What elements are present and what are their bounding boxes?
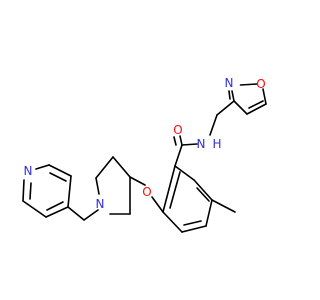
bond [174, 144, 183, 167]
bond [209, 114, 218, 136]
bond [112, 156, 131, 178]
bond [211, 199, 236, 213]
bond [162, 211, 183, 233]
bond [228, 90, 231, 100]
bond [173, 136, 177, 146]
ether-oxygen-label: O [142, 185, 151, 199]
bond [162, 165, 176, 213]
molecule-diagram: N O O N H O N N [22, 76, 267, 233]
piperidine-nitrogen-label: N [96, 197, 105, 211]
bond [193, 179, 213, 201]
amide-hydrogen-label: H [212, 137, 221, 151]
bond [22, 179, 25, 202]
bond [129, 176, 146, 186]
atom-labels: N O O N H O N N [24, 76, 266, 211]
bond [45, 206, 69, 218]
amide-nitrogen-label: N [197, 137, 206, 151]
bond [49, 172, 67, 182]
bond [248, 100, 264, 109]
bond [29, 182, 32, 200]
bond [83, 209, 99, 221]
bond [48, 164, 72, 177]
bond [262, 88, 267, 105]
bond [46, 201, 64, 211]
bond [233, 100, 248, 115]
amide-oxygen-label: O [173, 123, 182, 137]
bond [239, 83, 258, 86]
bond [231, 90, 235, 102]
bond [169, 171, 181, 209]
bond [22, 200, 47, 218]
bond [183, 220, 202, 226]
pyridine-nitrogen-label: N [24, 164, 33, 178]
bond [181, 143, 198, 146]
bond [196, 187, 210, 202]
bond [216, 100, 235, 116]
bond [67, 175, 72, 208]
bond [246, 103, 267, 115]
bond [174, 165, 195, 181]
bonds [22, 83, 267, 233]
bond [181, 225, 207, 233]
bond [179, 135, 183, 146]
isoxazole-nitrogen-label: N [225, 76, 234, 90]
bond [95, 156, 114, 179]
isoxazole-oxygen-label: O [256, 77, 265, 91]
bond [67, 206, 85, 221]
bond [95, 177, 100, 195]
bond [151, 196, 164, 213]
bond [35, 164, 50, 170]
bond [205, 199, 213, 227]
